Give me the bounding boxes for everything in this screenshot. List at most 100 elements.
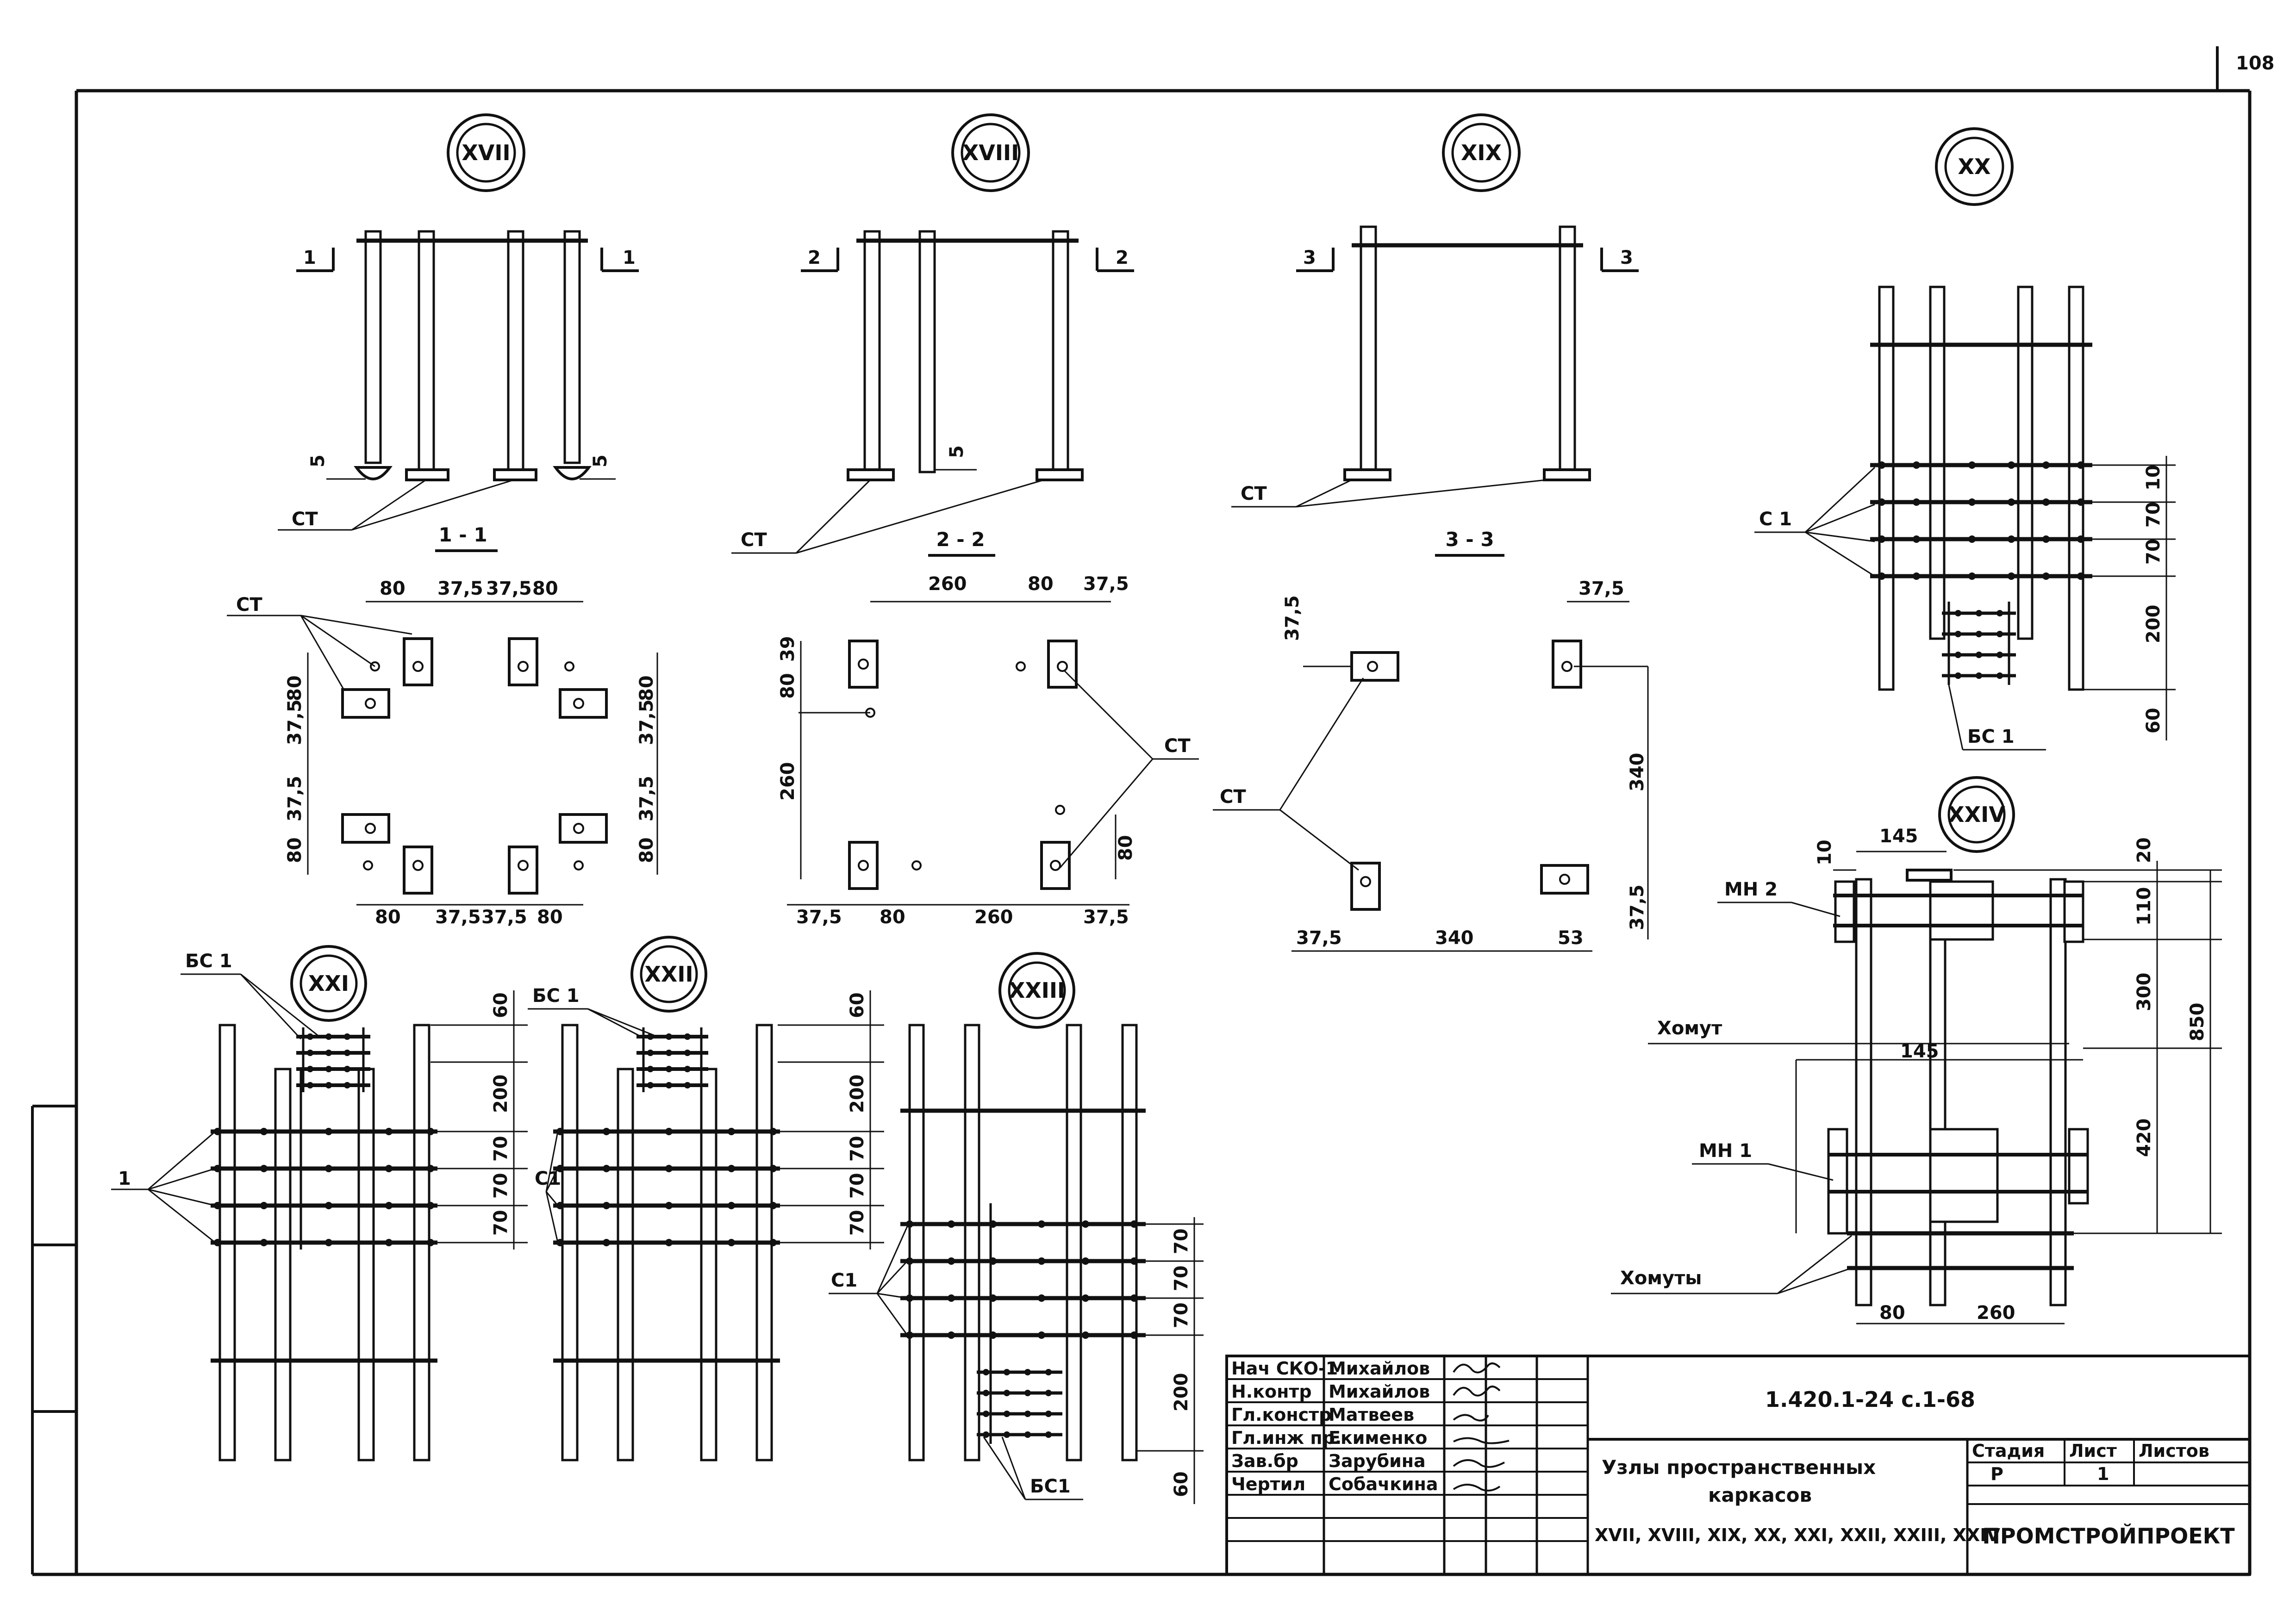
dim-37-5: 37,5 (636, 776, 657, 821)
stage-value: Р (1990, 1464, 2003, 1484)
dim-200: 200 (2143, 605, 2164, 644)
dim-37-5: 37,5 (1296, 927, 1342, 949)
sheets-header: Листов (2139, 1441, 2209, 1461)
dim-70: 70 (2143, 502, 2164, 528)
node-xvii-section-plan: СТ 80 37,5 37,5 80 80 37,5 (227, 578, 658, 928)
label-c1: С1 (831, 1270, 857, 1291)
dim-80: 80 (636, 675, 657, 701)
dim-37-5: 37,5 (636, 699, 657, 745)
dim-53: 53 (1558, 927, 1584, 949)
node-xxiv-label: XXIV (1948, 802, 2005, 827)
dim-70: 70 (847, 1136, 868, 1162)
node-xxiii-elevation: XXIII 60 200 70 70 70 (778, 952, 1204, 1504)
dim-37-5: 37,5 (486, 578, 532, 599)
dim-5: 5 (590, 454, 611, 467)
node-xxi-label: XXI (308, 971, 349, 996)
dim-37-5: 37,5 (1578, 578, 1624, 599)
name-ekimenko: Екименко (1329, 1428, 1427, 1448)
dim-70: 70 (490, 1173, 512, 1199)
dim-200: 200 (490, 1075, 512, 1113)
sheet-value: 1 (2097, 1464, 2109, 1484)
dim-37-5: 37,5 (1083, 907, 1129, 928)
dim-70: 70 (490, 1210, 512, 1236)
name-zarubina: Зарубина (1329, 1451, 1426, 1471)
dim-200: 200 (1171, 1373, 1192, 1412)
drawing-title-line1: Узлы пространственных (1602, 1456, 1876, 1479)
dim-340: 340 (1627, 753, 1648, 792)
dim-80: 80 (1879, 1302, 1905, 1324)
dim-37-5: 37,5 (1083, 573, 1129, 595)
label-khomut: Хомут (1657, 1018, 1722, 1039)
dim-37-5: 37,5 (435, 907, 481, 928)
section-mark-3-left: 3 (1303, 247, 1316, 268)
dim-80: 80 (375, 907, 401, 928)
label-khomuty: Хомуты (1620, 1268, 1702, 1289)
stage-header: Стадия (1972, 1441, 2045, 1461)
dim-70: 70 (2143, 539, 2164, 565)
node-xvii-elevation: XVII 1 1 5 5 СТ 1 - 1 (278, 113, 639, 552)
dim-60: 60 (1171, 1471, 1192, 1497)
dim-70: 70 (490, 1136, 512, 1162)
dim-5: 5 (946, 445, 967, 458)
section-mark-1-left: 1 (303, 247, 316, 268)
dim-70: 70 (1171, 1265, 1192, 1291)
node-xxii-label: XXII (644, 962, 693, 987)
role-gl-inzh-pr: Гл.инж пр. (1231, 1428, 1341, 1448)
label-st: СТ (1220, 786, 1246, 808)
dim-260: 260 (928, 573, 967, 595)
label-st: СТ (1241, 483, 1267, 504)
node-xvii-label: XVII (462, 140, 510, 165)
drawing-code: 1.420.1-24 с.1-68 (1765, 1387, 1975, 1412)
role-nach-sko: Нач СКО-1 (1231, 1358, 1338, 1379)
dim-37-5: 37,5 (284, 776, 306, 821)
dim-80: 80 (537, 907, 563, 928)
label-st: СТ (236, 594, 262, 616)
node-xxi-elevation: XXI БС 1 1 (111, 945, 528, 1461)
dim-10: 10 (1814, 839, 1835, 865)
section-mark-2-right: 2 (1116, 247, 1129, 268)
node-xx-label: XX (1958, 154, 1991, 179)
label-bs1: БС1 (1030, 1476, 1071, 1497)
dim-80: 80 (1028, 573, 1054, 595)
dim-37-5: 37,5 (284, 699, 306, 745)
drawing-title-line2: каркасов (1708, 1484, 1812, 1506)
dim-70: 70 (847, 1210, 868, 1236)
node-xxiv-elevation: XXIV 145 10 20 110 300 420 850 14 (1611, 776, 2222, 1325)
node-xx-elevation: XX 10 70 70 200 60 С (1754, 127, 2176, 751)
dim-37-5: 37,5 (437, 578, 483, 599)
dim-60: 60 (2143, 708, 2164, 734)
dim-70: 70 (1171, 1228, 1192, 1254)
label-1: 1 (118, 1168, 131, 1189)
node-xviii-label: XVIII (962, 140, 1019, 165)
dim-60: 60 (490, 992, 512, 1018)
dim-80: 80 (284, 675, 306, 701)
name-matveev: Матвеев (1329, 1405, 1414, 1425)
node-xxiii-label: XXIII (1009, 978, 1065, 1003)
sheet-header: Лист (2069, 1441, 2117, 1461)
dim-340: 340 (1435, 927, 1474, 949)
node-xviii-section-plan: 260 80 37,5 39 80 260 80 СТ 37,5 80 260 … (777, 573, 1199, 928)
dim-145: 145 (1879, 826, 1918, 847)
role-n-kontr: Н.контр (1231, 1381, 1312, 1402)
dim-145: 145 (1900, 1041, 1939, 1062)
label-bs1: БС 1 (1967, 726, 2015, 747)
dim-5: 5 (307, 454, 329, 467)
signatures (1453, 1362, 1510, 1492)
title-block: Нач СКО-1 Н.контр Гл.констр Гл.инж пр. З… (1225, 1355, 2251, 1576)
company-name: ПРОМСТРОЙПРОЕКТ (1982, 1524, 2235, 1548)
node-xix-section-plan: 37,5 37,5 340 37,5 СТ 37,5 340 53 (1213, 578, 1649, 952)
section-title-1-1: 1 - 1 (438, 523, 487, 546)
dim-70: 70 (1171, 1302, 1192, 1328)
dim-80: 80 (880, 907, 905, 928)
label-st: СТ (741, 529, 767, 551)
dim-37-5: 37,5 (1282, 595, 1303, 641)
section-title-2-2: 2 - 2 (936, 528, 985, 551)
section-mark-3-right: 3 (1620, 247, 1633, 268)
dim-80: 80 (1115, 835, 1136, 861)
name-sobachkina: Собачкина (1329, 1474, 1438, 1494)
node-xxii-elevation: XXII БС 1 С1 (528, 936, 780, 1461)
dim-80: 80 (380, 578, 406, 599)
sheet-frame (31, 46, 2252, 1576)
dim-20: 20 (2134, 837, 2155, 863)
